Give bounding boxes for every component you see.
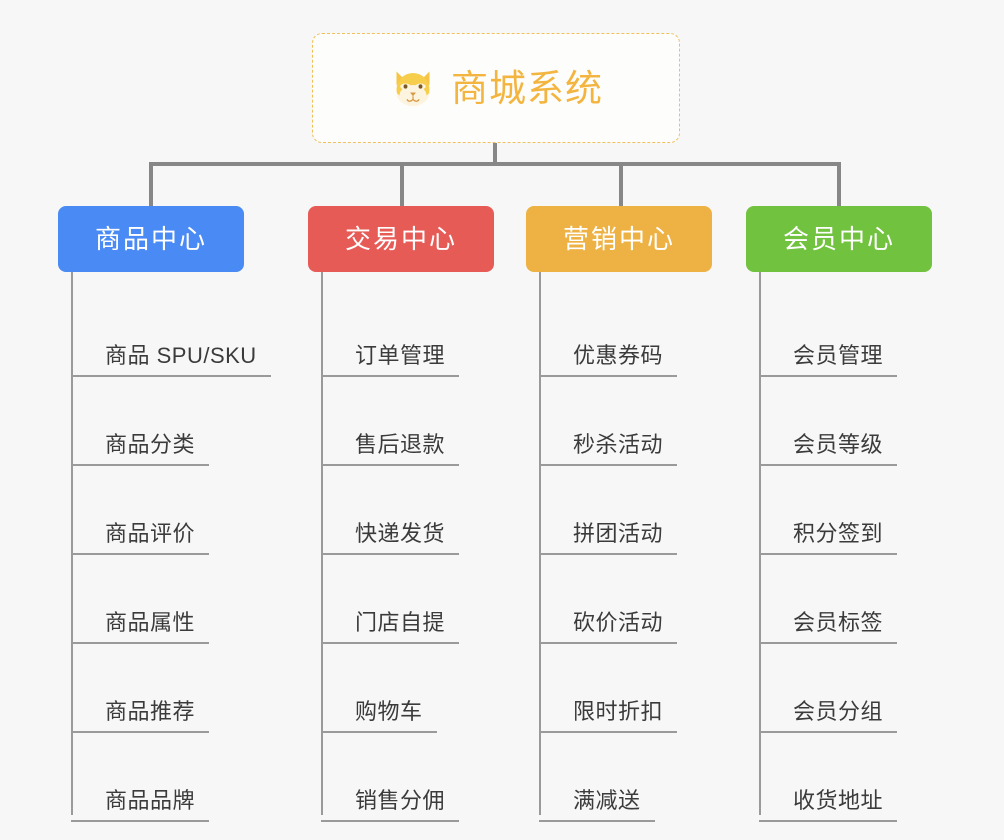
list-item[interactable]: 商品 SPU/SKU bbox=[58, 288, 271, 377]
list-item[interactable]: 拼团活动 bbox=[526, 466, 726, 555]
list-item[interactable]: 购物车 bbox=[308, 644, 508, 733]
list-item[interactable]: 会员管理 bbox=[746, 288, 946, 377]
leaf-label: 会员管理 bbox=[759, 342, 898, 377]
list-item[interactable]: 销售分佣 bbox=[308, 733, 508, 822]
leaf-label: 订单管理 bbox=[321, 342, 460, 377]
list-item[interactable]: 会员标签 bbox=[746, 555, 946, 644]
list-item[interactable]: 优惠券码 bbox=[526, 288, 726, 377]
leaf-label: 商品分类 bbox=[71, 431, 210, 466]
list-item[interactable]: 收货地址 bbox=[746, 733, 946, 822]
list-item[interactable]: 门店自提 bbox=[308, 555, 508, 644]
leaf-label: 销售分佣 bbox=[321, 787, 460, 822]
connector-drop-4 bbox=[837, 162, 841, 208]
leaf-label: 商品品牌 bbox=[71, 787, 210, 822]
list-item[interactable]: 快递发货 bbox=[308, 466, 508, 555]
leaf-label: 商品评价 bbox=[71, 520, 210, 555]
branch-column-1: 商品中心 商品 SPU/SKU 商品分类 商品评价 商品属性 商品推荐 商品品牌 bbox=[58, 206, 271, 822]
leaf-list-1: 商品 SPU/SKU 商品分类 商品评价 商品属性 商品推荐 商品品牌 bbox=[58, 272, 271, 822]
list-item[interactable]: 商品属性 bbox=[58, 555, 258, 644]
connector-drop-1 bbox=[149, 162, 153, 208]
list-item[interactable]: 限时折扣 bbox=[526, 644, 726, 733]
list-item[interactable]: 商品评价 bbox=[58, 466, 258, 555]
connector-horizontal-bus bbox=[149, 162, 841, 166]
list-item[interactable]: 砍价活动 bbox=[526, 555, 726, 644]
leaf-label: 会员等级 bbox=[759, 431, 898, 466]
connector-drop-2 bbox=[400, 162, 404, 208]
connector-root-stem bbox=[493, 143, 497, 165]
leaf-label: 限时折扣 bbox=[539, 698, 678, 733]
leaf-label: 快递发货 bbox=[321, 520, 460, 555]
leaf-label: 秒杀活动 bbox=[539, 431, 678, 466]
leaf-label: 商品 SPU/SKU bbox=[71, 342, 271, 377]
shiba-dog-face-icon bbox=[396, 71, 430, 106]
leaf-label: 售后退款 bbox=[321, 431, 460, 466]
branch-column-4: 会员中心 会员管理 会员等级 积分签到 会员标签 会员分组 收货地址 bbox=[746, 206, 946, 822]
branch-header-1[interactable]: 商品中心 bbox=[58, 206, 244, 272]
branch-header-4[interactable]: 会员中心 bbox=[746, 206, 932, 272]
branch-column-3: 营销中心 优惠券码 秒杀活动 拼团活动 砍价活动 限时折扣 满减送 bbox=[526, 206, 726, 822]
leaf-label: 商品推荐 bbox=[71, 698, 210, 733]
leaf-label: 商品属性 bbox=[71, 609, 210, 644]
leaf-label: 会员标签 bbox=[759, 609, 898, 644]
list-item[interactable]: 商品品牌 bbox=[58, 733, 258, 822]
list-item[interactable]: 订单管理 bbox=[308, 288, 508, 377]
leaf-list-4: 会员管理 会员等级 积分签到 会员标签 会员分组 收货地址 bbox=[746, 272, 946, 822]
list-item[interactable]: 商品分类 bbox=[58, 377, 258, 466]
list-item[interactable]: 售后退款 bbox=[308, 377, 508, 466]
list-item[interactable]: 会员分组 bbox=[746, 644, 946, 733]
list-item[interactable]: 商品推荐 bbox=[58, 644, 258, 733]
branch-header-3[interactable]: 营销中心 bbox=[526, 206, 712, 272]
root-node[interactable]: 商城系统 bbox=[312, 33, 680, 143]
leaf-label: 积分签到 bbox=[759, 520, 898, 555]
leaf-list-2: 订单管理 售后退款 快递发货 门店自提 购物车 销售分佣 bbox=[308, 272, 508, 822]
leaf-label: 门店自提 bbox=[321, 609, 460, 644]
leaf-label: 优惠券码 bbox=[539, 342, 678, 377]
list-item[interactable]: 积分签到 bbox=[746, 466, 946, 555]
root-title: 商城系统 bbox=[451, 67, 603, 109]
branch-column-2: 交易中心 订单管理 售后退款 快递发货 门店自提 购物车 销售分佣 bbox=[308, 206, 508, 822]
leaf-label: 砍价活动 bbox=[539, 609, 678, 644]
leaf-label: 收货地址 bbox=[759, 787, 898, 822]
leaf-label: 拼团活动 bbox=[539, 520, 678, 555]
list-item[interactable]: 满减送 bbox=[526, 733, 726, 822]
leaf-label: 满减送 bbox=[539, 787, 655, 822]
branch-header-2[interactable]: 交易中心 bbox=[308, 206, 494, 272]
list-item[interactable]: 会员等级 bbox=[746, 377, 946, 466]
leaf-label: 会员分组 bbox=[759, 698, 898, 733]
leaf-list-3: 优惠券码 秒杀活动 拼团活动 砍价活动 限时折扣 满减送 bbox=[526, 272, 726, 822]
list-item[interactable]: 秒杀活动 bbox=[526, 377, 726, 466]
connector-drop-3 bbox=[619, 162, 623, 208]
leaf-label: 购物车 bbox=[321, 698, 437, 733]
